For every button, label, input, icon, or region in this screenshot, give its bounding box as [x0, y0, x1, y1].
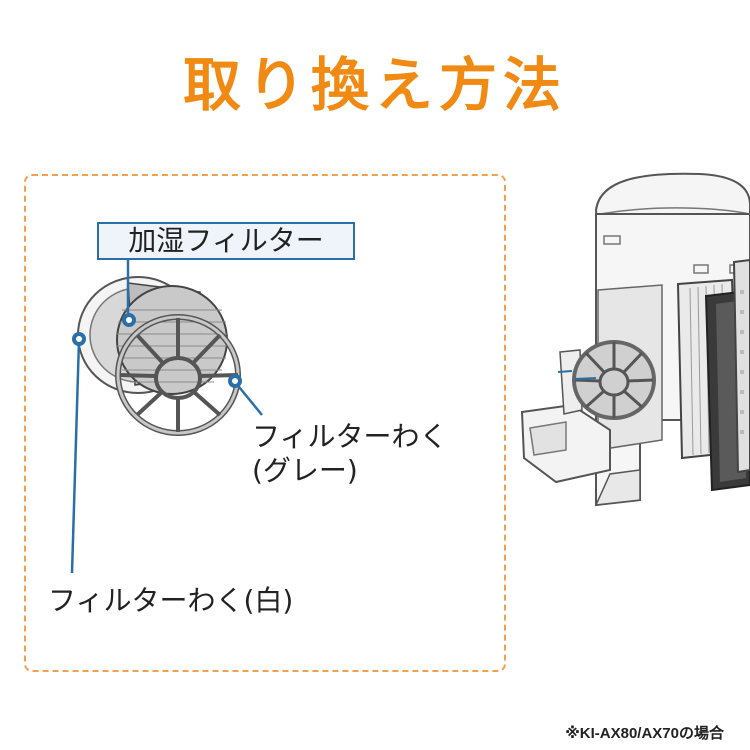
model-note: ※KI-AX80/AX70の場合 [565, 725, 724, 742]
air-purifier-illustration [520, 172, 750, 507]
page-title: 取り換え方法 [182, 51, 567, 119]
callout-lines [70, 260, 263, 574]
humidifier-filter-illustration [77, 276, 241, 436]
callout-dot-frame-white [72, 332, 86, 346]
frame-white-label: フィルターわく(白) [48, 584, 294, 617]
frame-gray-label-line1: フィルターわく [252, 420, 448, 453]
callout-dot-humidifier-filter [122, 313, 136, 327]
humidifier-filter-label: 加湿フィルター [97, 222, 355, 260]
callout-dot-frame-gray [228, 374, 242, 388]
frame-gray-label-line2: (グレー) [252, 454, 358, 487]
filter-detail-panel [24, 174, 506, 672]
